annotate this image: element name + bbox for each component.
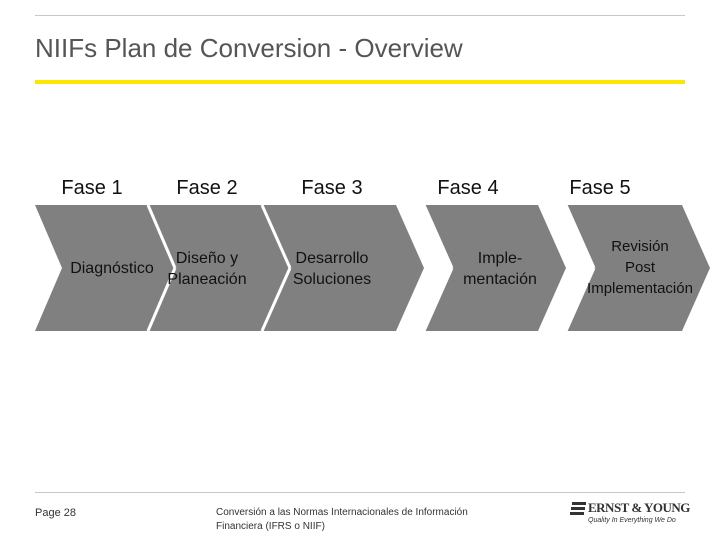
logo-mark-icon xyxy=(570,502,586,515)
phase-4-step-line-1: Imple- xyxy=(477,250,523,267)
phase-2-step-line-2: Planeación xyxy=(167,271,247,288)
phase-1-step-line-1: Diagnóstico xyxy=(70,260,154,277)
phase-2-step: Diseño y Planeación xyxy=(167,248,246,290)
phase-3-label: Fase 3 xyxy=(301,177,363,199)
logo-name: ERNST & YOUNG xyxy=(588,500,690,515)
phase-5-label: Fase 5 xyxy=(569,177,631,199)
phase-2-step-line-1: Diseño y xyxy=(175,250,239,267)
page-title: NIIFs Plan de Conversion - Overview xyxy=(35,33,463,63)
phase-2-label: Fase 2 xyxy=(176,177,238,199)
chevron-phase-1 xyxy=(35,205,175,331)
phase-5-step-line-2: Post xyxy=(624,259,656,276)
phase-3-step: Desarrollo Soluciones xyxy=(293,248,371,290)
phase-5-step-line-1: Revisión xyxy=(611,238,669,255)
chevron-phase-3 xyxy=(262,205,424,331)
footer-line-1: Conversión a las Normas Internacionales … xyxy=(216,507,468,518)
phase-1-label: Fase 1 xyxy=(61,177,123,199)
phase-4-step: Imple- mentación xyxy=(463,248,537,290)
logo-tagline: Quality In Everything We Do xyxy=(588,517,676,524)
phase-4-step-line-2: mentación xyxy=(463,271,537,288)
phase-4-label: Fase 4 xyxy=(437,177,499,199)
phase-3-step-line-2: Soluciones xyxy=(292,271,372,288)
title-accent-bar xyxy=(35,80,685,84)
chevron-phase-2 xyxy=(148,205,290,331)
phase-5-step-line-3: Implementación xyxy=(587,280,693,297)
phase-5-step: Revisión Post Implementación xyxy=(587,236,693,299)
chevron-phase-4 xyxy=(424,205,566,331)
company-logo: ERNST & YOUNG Quality In Everything We D… xyxy=(570,500,690,532)
footer-line-2: Financiera (IFRS o NIIF) xyxy=(216,521,325,532)
footer-divider xyxy=(35,492,685,493)
phase-3-step-line-1: Desarrollo xyxy=(295,250,369,267)
chevron-phase-5 xyxy=(566,205,710,331)
phase-1-step: Diagnóstico xyxy=(70,258,154,279)
page-number: Page 28 xyxy=(35,507,76,519)
footer-document-title: Conversión a las Normas Internacionales … xyxy=(216,506,516,534)
top-divider xyxy=(35,15,685,16)
